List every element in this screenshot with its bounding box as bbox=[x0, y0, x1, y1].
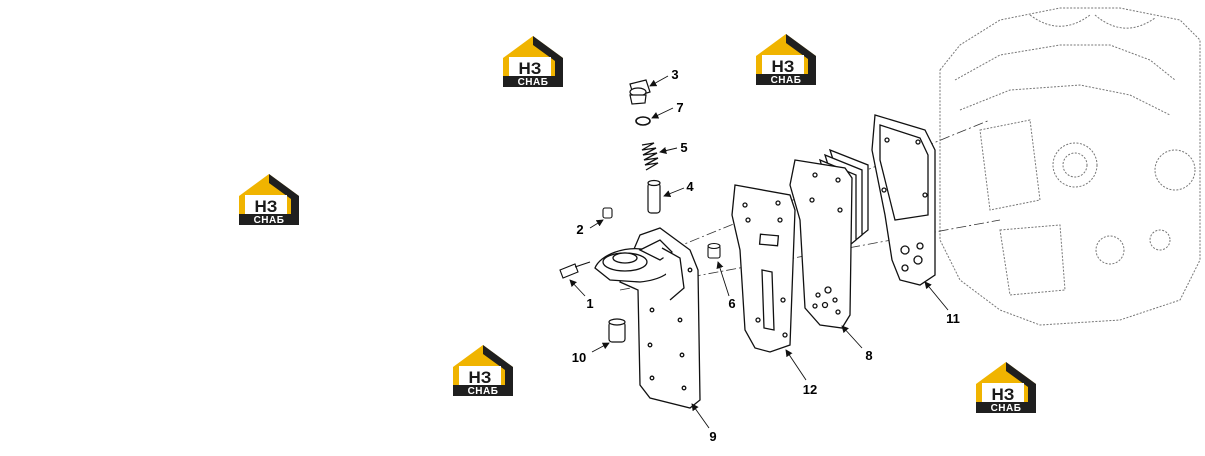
callout-3: 3 bbox=[671, 67, 678, 82]
bolt-part-1 bbox=[559, 261, 591, 279]
oil-cooler-part-8 bbox=[789, 148, 869, 329]
callout-9: 9 bbox=[709, 429, 716, 444]
callout-6: 6 bbox=[728, 296, 735, 311]
watermark-top-text: НЗ bbox=[519, 59, 542, 78]
watermark-logo: НЗ СНАБ bbox=[453, 345, 513, 397]
watermark-bottom-text: СНАБ bbox=[991, 403, 1022, 414]
plug-part-2 bbox=[602, 207, 613, 219]
plug-part-10 bbox=[608, 318, 626, 343]
piston-part-4 bbox=[647, 179, 661, 214]
watermark-top-text: НЗ bbox=[255, 197, 278, 216]
watermark-top-text: НЗ bbox=[772, 57, 795, 76]
watermark-bottom-text: СНАБ bbox=[468, 386, 499, 397]
watermark-top-text: НЗ bbox=[469, 368, 492, 387]
callout-5: 5 bbox=[680, 140, 687, 155]
watermark-bottom-text: СНАБ bbox=[518, 77, 549, 88]
callout-12: 12 bbox=[803, 382, 817, 397]
callout-1: 1 bbox=[586, 296, 593, 311]
plug-part-3 bbox=[629, 79, 651, 105]
watermark-logo: НЗ СНАБ bbox=[503, 36, 563, 88]
engine-block bbox=[939, 7, 1201, 326]
watermark-bottom-text: СНАБ bbox=[771, 75, 802, 86]
watermark-bottom-text: СНАБ bbox=[254, 215, 285, 226]
oil-filter-head-part-9 bbox=[594, 227, 701, 409]
callout-4: 4 bbox=[686, 179, 694, 194]
callout-10: 10 bbox=[572, 350, 586, 365]
fitting-part-6 bbox=[707, 242, 721, 259]
watermark-logo: НЗ СНАБ bbox=[976, 362, 1036, 414]
watermark-logo: НЗ СНАБ bbox=[239, 174, 299, 226]
spring-part-5 bbox=[641, 142, 659, 171]
callout-leaders bbox=[569, 75, 949, 429]
callout-11: 11 bbox=[946, 311, 960, 326]
o-ring-part-7 bbox=[635, 116, 651, 126]
gasket-part-12 bbox=[731, 184, 796, 353]
callout-7: 7 bbox=[676, 100, 683, 115]
callout-2: 2 bbox=[576, 222, 583, 237]
gasket-part-11 bbox=[871, 114, 936, 286]
callout-8: 8 bbox=[865, 348, 872, 363]
watermark-top-text: НЗ bbox=[992, 385, 1015, 404]
watermark-logo: НЗ СНАБ bbox=[756, 34, 816, 86]
